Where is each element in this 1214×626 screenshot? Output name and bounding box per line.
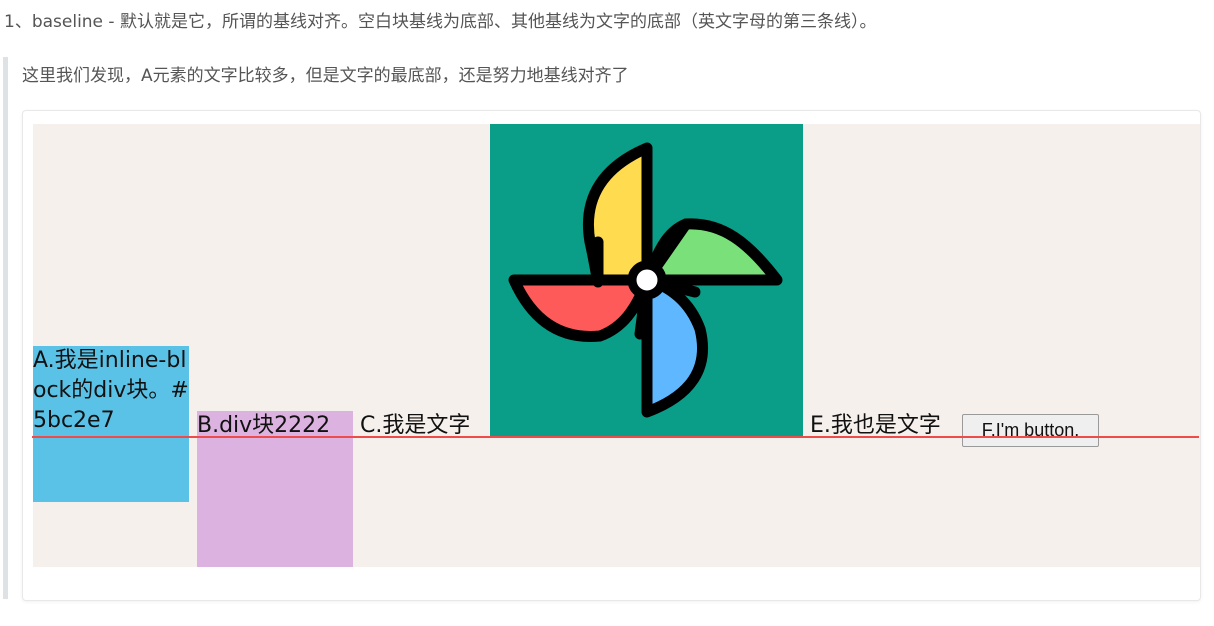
- f-button[interactable]: F.I'm button.: [962, 414, 1099, 447]
- baseline-line: [32, 436, 1199, 438]
- pinwheel-icon: [508, 142, 783, 418]
- text-c: C.我是文字: [360, 413, 471, 438]
- inline-block-a: A.我是inline-block的div块。#5bc2e7: [33, 346, 189, 502]
- blockquote-text: 这里我们发现，A元素的文字比较多，但是文字的最底部，还是努力地基线对齐了: [22, 66, 629, 86]
- blockquote-bar: [3, 57, 8, 599]
- demo-container: A.我是inline-block的div块。#5bc2e7 B.div块2222…: [33, 124, 1200, 567]
- inline-block-a-text: A.我是inline-block的div块。#5bc2e7: [33, 348, 189, 433]
- section-heading: 1、baseline - 默认就是它，所谓的基线对齐。空白块基线为底部、其他基线…: [4, 12, 877, 32]
- text-e: E.我也是文字: [810, 413, 941, 438]
- inline-block-b-text: B.div块2222: [197, 413, 331, 438]
- pinwheel-image: [490, 124, 803, 437]
- demo-card: A.我是inline-block的div块。#5bc2e7 B.div块2222…: [22, 110, 1201, 601]
- inline-block-b: B.div块2222: [197, 411, 353, 567]
